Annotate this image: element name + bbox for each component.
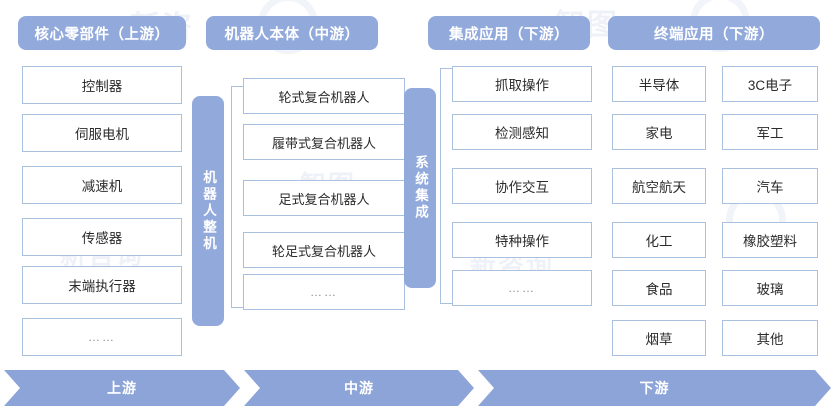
vertical-label-robot-unit[interactable]: 机器人整机	[192, 96, 224, 326]
vertical-label-system-integration[interactable]: 系统集成	[404, 88, 436, 288]
list-item[interactable]: 足式复合机器人	[243, 180, 405, 216]
chevron-midstream[interactable]: 中游	[244, 370, 474, 406]
list-item[interactable]: 控制器	[22, 66, 182, 104]
value-chain-chevron-band: 上游 中游 下游	[0, 370, 835, 406]
list-item[interactable]: 3C电子	[722, 66, 818, 102]
list-item[interactable]: 橡胶塑料	[722, 222, 818, 258]
header-upstream[interactable]: 核心零部件（上游）	[18, 16, 186, 50]
list-item[interactable]: 协作交互	[452, 168, 592, 204]
list-item[interactable]: 轮式复合机器人	[243, 78, 405, 114]
list-item[interactable]: 玻璃	[722, 270, 818, 306]
list-item[interactable]: 履带式复合机器人	[243, 124, 405, 160]
list-item[interactable]: 轮足式复合机器人	[243, 232, 405, 268]
header-terminal[interactable]: 终端应用（下游）	[608, 16, 820, 50]
list-item[interactable]: 军工	[722, 114, 818, 150]
list-item[interactable]: 汽车	[722, 168, 818, 204]
bracket-connector-midstream	[231, 86, 243, 308]
list-item[interactable]: 末端执行器	[22, 266, 182, 304]
list-item[interactable]: 食品	[612, 270, 706, 306]
list-item[interactable]: 特种操作	[452, 222, 592, 258]
list-item[interactable]: 减速机	[22, 166, 182, 204]
list-item[interactable]: 烟草	[612, 320, 706, 356]
list-item-ellipsis[interactable]: ……	[243, 274, 405, 310]
list-item[interactable]: 传感器	[22, 218, 182, 256]
list-item[interactable]: 其他	[722, 320, 818, 356]
list-item[interactable]: 半导体	[612, 66, 706, 102]
chevron-upstream[interactable]: 上游	[4, 370, 240, 406]
bracket-connector-integrated	[440, 68, 452, 304]
list-item[interactable]: 化工	[612, 222, 706, 258]
header-integrated[interactable]: 集成应用（下游）	[428, 16, 590, 50]
list-item[interactable]: 伺服电机	[22, 114, 182, 152]
list-item[interactable]: 航空航天	[612, 168, 706, 204]
list-item[interactable]: 抓取操作	[452, 66, 592, 102]
list-item-ellipsis[interactable]: ……	[22, 318, 182, 356]
chevron-downstream[interactable]: 下游	[478, 370, 831, 406]
list-item[interactable]: 家电	[612, 114, 706, 150]
header-midstream[interactable]: 机器人本体（中游）	[206, 16, 378, 50]
list-item[interactable]: 检测感知	[452, 114, 592, 150]
list-item-ellipsis[interactable]: ……	[452, 270, 592, 306]
